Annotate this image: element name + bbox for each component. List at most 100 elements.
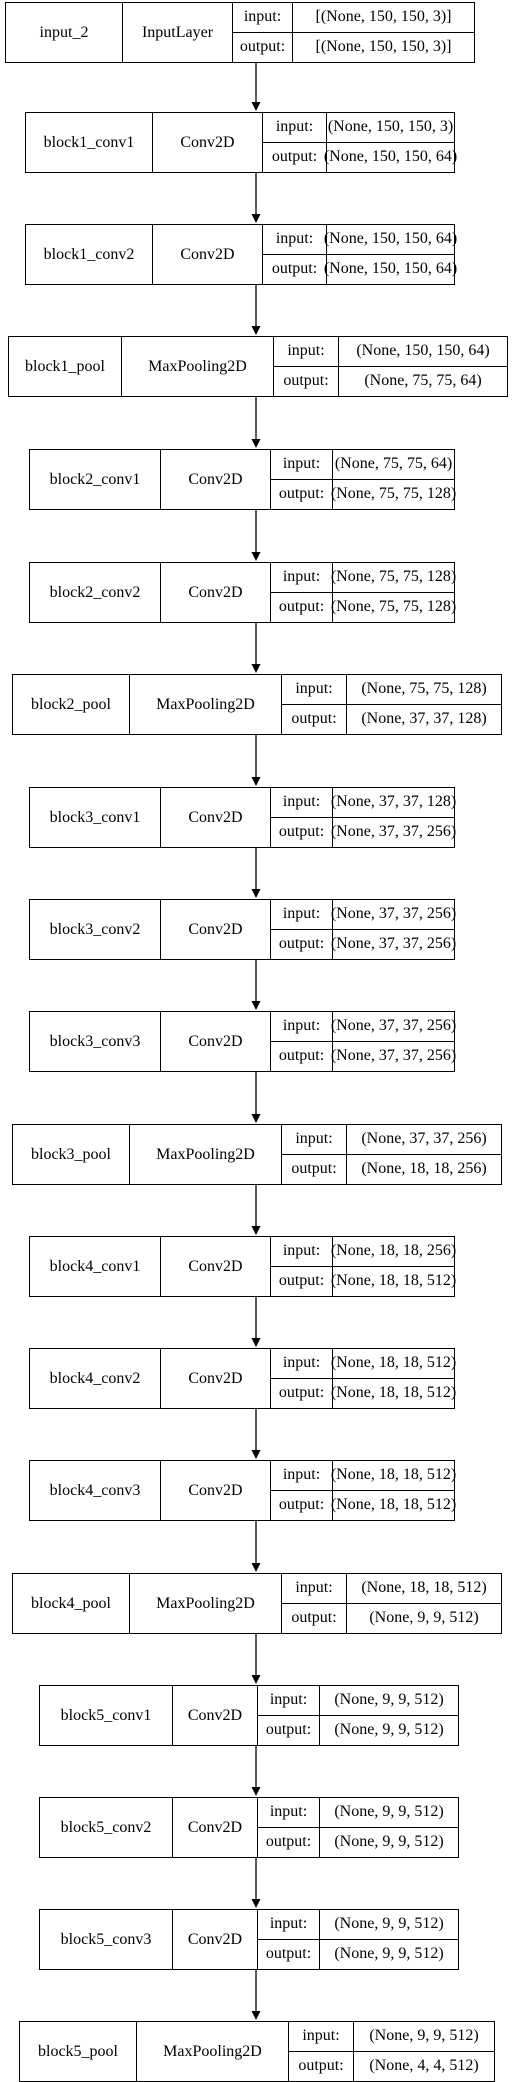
shape-column: (None, 37, 37, 256)(None, 37, 37, 256) bbox=[331, 1012, 456, 1071]
layer-type: Conv2D bbox=[161, 450, 271, 509]
input-label: input: bbox=[271, 450, 332, 480]
shape-column: (None, 75, 75, 128)(None, 37, 37, 128) bbox=[347, 675, 501, 734]
arrowhead-icon bbox=[251, 1338, 261, 1347]
layer-name: block5_pool bbox=[20, 2022, 137, 2081]
layer-type: Conv2D bbox=[153, 225, 263, 284]
input-shape: [(None, 150, 150, 3)] bbox=[293, 3, 474, 33]
output-label: output: bbox=[278, 485, 325, 503]
output-label: output: bbox=[278, 935, 325, 953]
layer-name: block1_pool bbox=[9, 337, 122, 396]
output-label: output: bbox=[291, 710, 337, 728]
arrowhead-icon bbox=[251, 1001, 261, 1010]
arrowhead-icon bbox=[251, 326, 261, 335]
io-label-column: input:output: bbox=[271, 1237, 333, 1296]
input-label: input: bbox=[258, 1798, 319, 1828]
layer-name: block5_conv1 bbox=[40, 1686, 173, 1745]
input-shape: (None, 37, 37, 256) bbox=[331, 900, 456, 930]
layer-type: Conv2D bbox=[161, 1461, 271, 1520]
io-label-column: input:output: bbox=[271, 1461, 333, 1520]
output-label: output: bbox=[271, 148, 318, 166]
output-shape: (None, 37, 37, 256) bbox=[330, 823, 457, 841]
input-label: input: bbox=[271, 1349, 332, 1379]
input-shape: (None, 9, 9, 512) bbox=[320, 1686, 458, 1716]
io-label-column: input:output: bbox=[271, 1012, 333, 1071]
output-shape: (None, 9, 9, 512) bbox=[369, 1609, 479, 1627]
layer-name: block3_conv1 bbox=[30, 788, 161, 847]
output-shape: (None, 37, 37, 128) bbox=[361, 710, 487, 728]
output-label: output: bbox=[278, 1384, 325, 1402]
arrowhead-icon bbox=[251, 1226, 261, 1235]
input-shape: (None, 37, 37, 256) bbox=[331, 1012, 456, 1042]
layer-type: Conv2D bbox=[161, 1349, 271, 1408]
arrowhead-icon bbox=[251, 102, 261, 111]
input-label: input: bbox=[282, 1574, 346, 1604]
output-label: output: bbox=[291, 1609, 337, 1627]
arrowhead-icon bbox=[251, 777, 261, 786]
input-shape: (None, 150, 150, 64) bbox=[339, 337, 507, 367]
output-shape: (None, 18, 18, 512) bbox=[330, 1272, 457, 1290]
shape-column: (None, 37, 37, 256)(None, 18, 18, 256) bbox=[347, 1125, 501, 1184]
arrowhead-icon bbox=[251, 439, 261, 448]
io-label-column: input:output: bbox=[233, 3, 293, 62]
arrowhead-icon bbox=[251, 1899, 261, 1908]
output-label: output: bbox=[291, 1160, 337, 1178]
shape-column: [(None, 150, 150, 3)][(None, 150, 150, 3… bbox=[293, 3, 474, 62]
input-label: input: bbox=[289, 2022, 353, 2052]
layer-name: block4_conv1 bbox=[30, 1237, 161, 1296]
output-label: output: bbox=[283, 372, 329, 390]
input-label: input: bbox=[258, 1686, 319, 1716]
arrowhead-icon bbox=[251, 889, 261, 898]
output-shape: (None, 150, 150, 64) bbox=[323, 260, 458, 278]
layer-name: block2_conv1 bbox=[30, 450, 161, 509]
arrowhead-icon bbox=[251, 664, 261, 673]
io-label-column: input: output: bbox=[271, 1349, 333, 1408]
input-shape: (None, 9, 9, 512) bbox=[320, 1798, 458, 1828]
input-label: input: bbox=[282, 1125, 346, 1155]
arrowhead-icon bbox=[251, 1675, 261, 1684]
input-shape: (None, 18, 18, 512) bbox=[331, 1349, 456, 1379]
layer-type: InputLayer bbox=[123, 3, 233, 62]
input-shape: (None, 9, 9, 512) bbox=[320, 1910, 458, 1940]
layer-name: block5_conv3 bbox=[40, 1910, 173, 1969]
output-label: output: bbox=[278, 1047, 325, 1065]
input-shape: (None, 37, 37, 256) bbox=[347, 1125, 501, 1155]
shape-column: (None, 150, 150, 64)(None, 75, 75, 64) bbox=[339, 337, 507, 396]
arrowhead-icon bbox=[251, 2011, 261, 2020]
output-label: output: bbox=[278, 1496, 325, 1514]
arrowhead-icon bbox=[251, 1787, 261, 1796]
layer-type: Conv2D bbox=[161, 1012, 271, 1071]
layer-type: Conv2D bbox=[173, 1910, 258, 1969]
output-shape: (None, 9, 9, 512) bbox=[334, 1945, 444, 1963]
output-label: output: bbox=[265, 1833, 312, 1851]
output-label: output: bbox=[271, 260, 318, 278]
input-label: input: bbox=[282, 675, 346, 705]
output-shape: (None, 75, 75, 128) bbox=[330, 485, 457, 503]
shape-column: (None, 18, 18, 512)(None, 9, 9, 512) bbox=[347, 1574, 501, 1633]
input-label: input: bbox=[263, 113, 326, 143]
layer-name: block1_conv1 bbox=[26, 113, 153, 172]
input-shape: (None, 37, 37, 128) bbox=[331, 788, 456, 818]
layer-name: block3_conv2 bbox=[30, 900, 161, 959]
input-shape: (None, 18, 18, 256) bbox=[331, 1237, 456, 1267]
io-label-column: input: output: bbox=[282, 1125, 347, 1184]
input-shape: (None, 18, 18, 512) bbox=[331, 1461, 456, 1491]
input-label: input: bbox=[233, 3, 292, 33]
shape-column: (None, 37, 37, 128) (None, 37, 37, 256) bbox=[330, 788, 457, 847]
shape-column: (None, 9, 9, 512)(None, 4, 4, 512) bbox=[354, 2022, 494, 2081]
shape-column: (None, 18, 18, 512)(None, 18, 18, 512) bbox=[331, 1461, 456, 1520]
shape-column: (None, 75, 75, 128)(None, 75, 75, 128) bbox=[331, 563, 456, 622]
io-label-column: input: output: bbox=[258, 1798, 320, 1857]
output-label: output: bbox=[278, 823, 325, 841]
layer-type: MaxPooling2D bbox=[130, 1125, 282, 1184]
io-label-column: input:output: bbox=[289, 2022, 354, 2081]
io-label-column: input: output: bbox=[282, 675, 347, 734]
